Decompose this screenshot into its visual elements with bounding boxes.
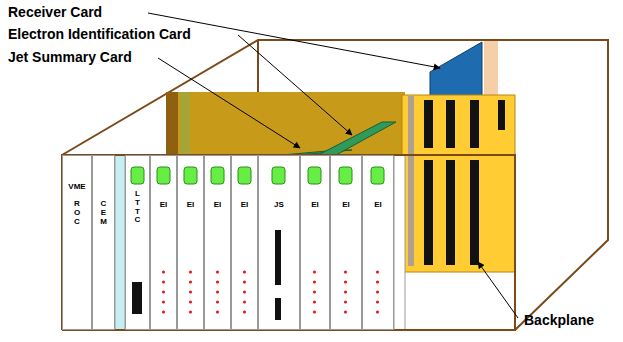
ei-card: EI xyxy=(330,155,362,330)
ei-card: EI xyxy=(150,155,177,330)
card-edge xyxy=(166,92,178,155)
card-label: ROC xyxy=(73,200,81,226)
callout-label: Receiver Card xyxy=(8,4,102,20)
card-label: LTTC xyxy=(134,190,142,225)
electron-identification-card xyxy=(318,122,396,155)
card-label: EI xyxy=(342,200,350,209)
ei-card: EI xyxy=(177,155,204,330)
js-card: JS xyxy=(258,155,300,330)
backplane-strip xyxy=(408,96,414,266)
cem-card: CEM xyxy=(92,155,115,330)
card-label: EI xyxy=(241,200,249,209)
ei-card: EI xyxy=(231,155,258,330)
card-edge xyxy=(180,92,190,155)
connector-slots xyxy=(424,100,505,265)
ei-card: EI xyxy=(300,155,330,330)
card-label: JS xyxy=(274,200,284,209)
callout-label: Electron Identification Card xyxy=(8,26,191,42)
receiver-card xyxy=(430,42,482,100)
lttc-card: LTTC xyxy=(125,155,150,330)
front-panels xyxy=(62,155,405,330)
card-label: EI xyxy=(160,200,168,209)
callout-label: Backplane xyxy=(524,312,594,328)
card xyxy=(166,92,405,155)
card-label: EI xyxy=(311,200,319,209)
card-label: EI xyxy=(187,200,195,209)
ei-card: EI xyxy=(362,155,394,330)
ei-card: EI xyxy=(204,155,231,330)
indicator-dots xyxy=(162,270,379,313)
crate-frame xyxy=(62,40,608,330)
vme-roc-card: VME ROC xyxy=(62,155,92,330)
crate-frame xyxy=(62,155,515,330)
card-label: EI xyxy=(214,200,222,209)
backplane xyxy=(402,95,515,272)
card-label: EI xyxy=(374,200,382,209)
callout-label: Jet Summary Card xyxy=(8,49,132,65)
card-label: CEM xyxy=(100,200,108,226)
card-label: VME xyxy=(68,182,85,191)
